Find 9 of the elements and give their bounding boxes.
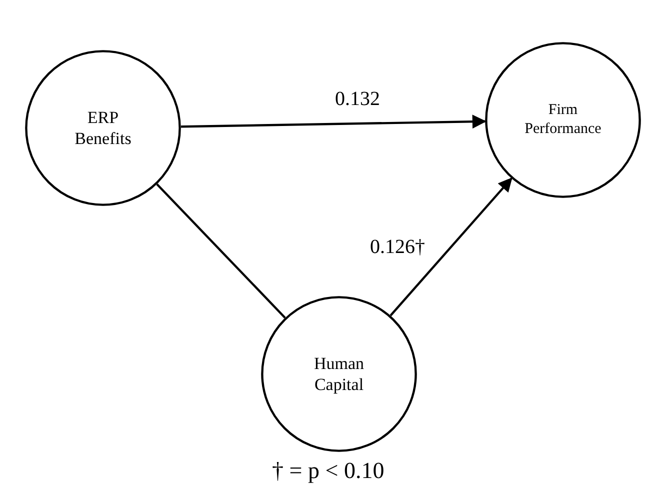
node-label: ERP Benefits [74, 106, 132, 150]
connector-line [156, 184, 286, 318]
footnote: † = p < 0.10 [272, 458, 384, 484]
arrow [180, 114, 486, 129]
node-label: Firm Performance [524, 101, 602, 139]
arrow [390, 177, 512, 316]
edge-label: 0.126† [370, 236, 425, 259]
node-label: Human Capital [312, 352, 366, 396]
edge-label: 0.132 [335, 88, 380, 111]
